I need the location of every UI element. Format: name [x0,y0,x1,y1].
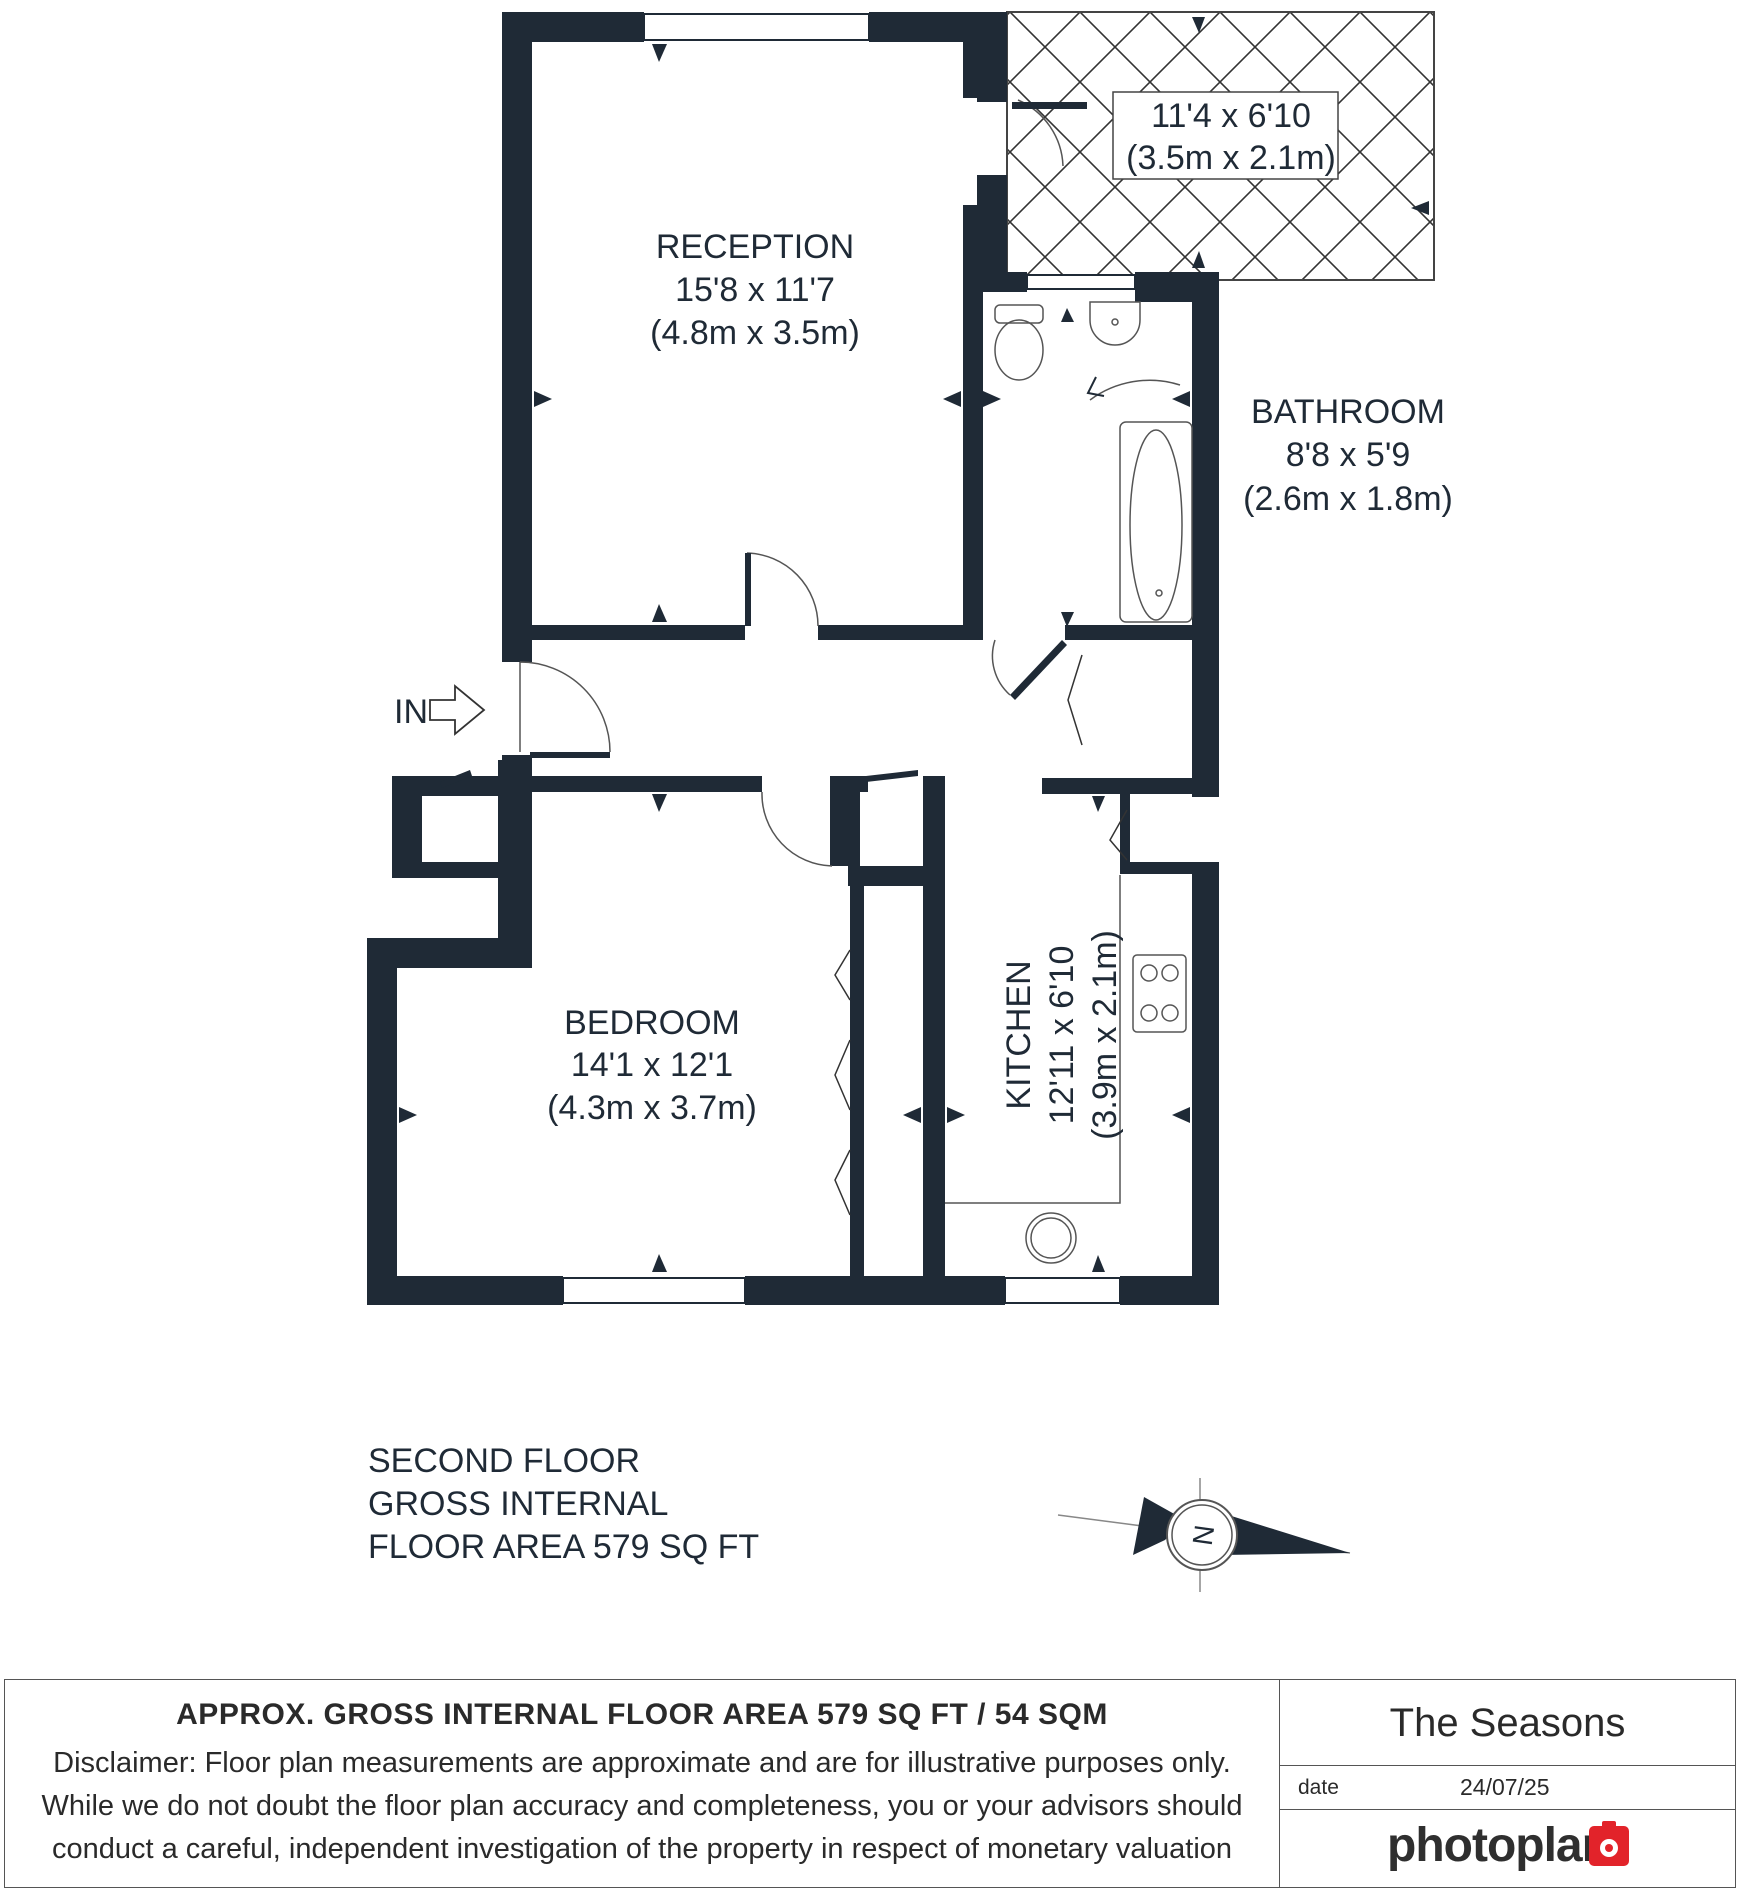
camera-icon [1589,1821,1629,1866]
reception-name: RECEPTION [656,228,854,266]
compass-north-label: N [1187,1523,1221,1547]
floor-info: SECOND FLOOR GROSS INTERNAL FLOOR AREA 5… [368,1440,759,1569]
kitchen-name: KITCHEN [1000,960,1038,1109]
entrance-label: IN [394,693,428,731]
area-title: APPROX. GROSS INTERNAL FLOOR AREA 579 SQ… [176,1698,1108,1731]
reception-metric: (4.8m x 3.5m) [650,314,860,352]
door-leaves [440,102,1087,788]
kitchen-fixtures [945,875,1187,1264]
footer-left: APPROX. GROSS INTERNAL FLOOR AREA 579 SQ… [5,1680,1280,1887]
date-label: date [1298,1776,1339,1799]
dimension-arrows [399,17,1429,1272]
walls [367,12,1219,1305]
wardrobe-doors [834,654,1128,1216]
reception-imperial: 15'8 x 11'7 [675,271,835,309]
entrance-arrow-icon [429,684,486,736]
balcony [1006,11,1435,281]
kitchen-imperial: 12'11 x 6'10 [1043,946,1081,1125]
bathroom-name: BATHROOM [1251,393,1445,431]
bathroom-metric: (2.6m x 1.8m) [1243,480,1453,518]
bathroom-imperial: 8'8 x 5'9 [1286,436,1411,474]
floor-info-line3: FLOOR AREA 579 SQ FT [368,1528,760,1566]
disclaimer: Disclaimer: Floor plan measurements are … [5,1742,1279,1871]
date-row: date 24/07/25 [1280,1766,1735,1810]
floor-info-line2: GROSS INTERNAL [368,1485,669,1523]
brand-logo: photoplan [1280,1810,1735,1886]
bedroom-metric: (4.3m x 3.7m) [547,1089,757,1127]
compass-icon [1057,1478,1351,1592]
date-value: 24/07/25 [1460,1774,1550,1800]
bedroom-imperial: 14'1 x 12'1 [571,1046,733,1084]
disclaimer-line1: Disclaimer: Floor plan measurements are … [53,1747,1231,1779]
arrow-glyphs [1086,376,1105,397]
balcony-metric: (3.5m x 2.1m) [1126,139,1336,177]
footer-right: The Seasons date 24/07/25 photoplan [1280,1680,1735,1887]
project-name: The Seasons [1280,1680,1735,1766]
disclaimer-line2: While we do not doubt the floor plan acc… [41,1790,1243,1822]
kitchen-metric: (3.9m x 2.1m) [1086,930,1124,1140]
footer-panel: APPROX. GROSS INTERNAL FLOOR AREA 579 SQ… [4,1679,1736,1888]
bathroom-fixtures [994,301,1193,623]
brand-name: photoplan [1387,1819,1611,1872]
floor-info-line1: SECOND FLOOR [368,1442,641,1480]
disclaimer-line3: conduct a careful, independent investiga… [51,1833,1233,1865]
bedroom-name: BEDROOM [564,1004,740,1042]
windows [562,13,1136,1304]
balcony-imperial: 11'4 x 6'10 [1151,97,1311,135]
